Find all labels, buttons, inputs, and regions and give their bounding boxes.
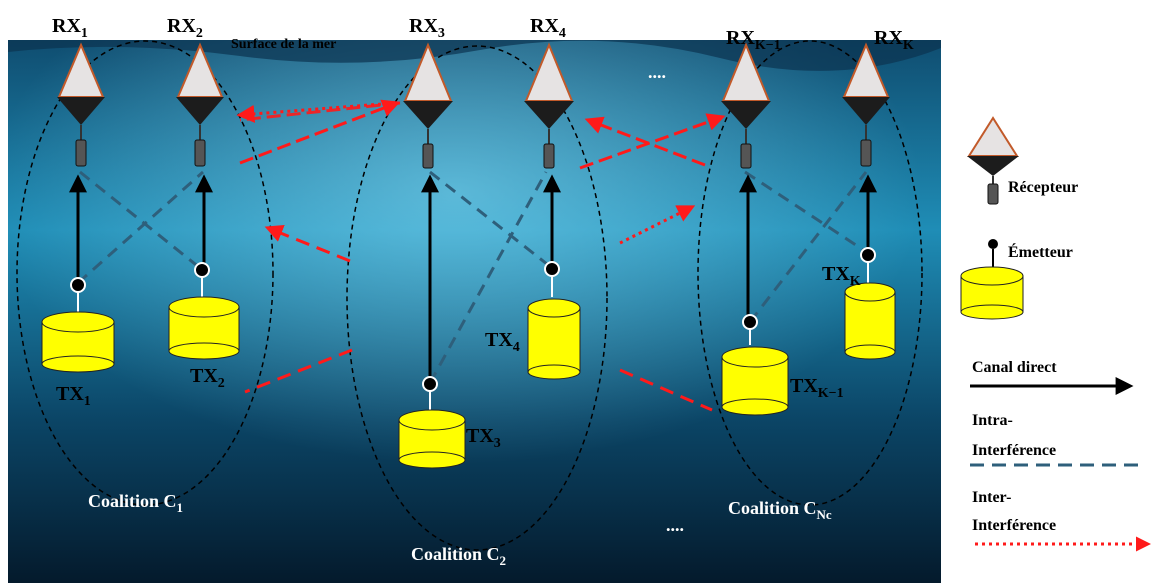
ellipsis-top: ....: [648, 62, 666, 82]
receiver-buoy-4: [524, 42, 574, 169]
sea-light-glow: [8, 40, 941, 583]
legend-transmitter-icon: [960, 239, 1024, 320]
legend-receiver-label: Récepteur: [1008, 179, 1078, 196]
transmitter-label-4: TX4: [485, 329, 520, 355]
legend-receiver-icon: [967, 116, 1019, 205]
inter-interference-lines: [236, 99, 726, 412]
coalition-2-ellipse: [346, 45, 608, 551]
transmitter-2: [168, 262, 240, 360]
coalition-label-nc: Coalition CNc: [728, 498, 832, 522]
legend-transmitter-label: Émetteur: [1008, 242, 1073, 261]
receiver-buoy-k-minus-1: [721, 42, 771, 169]
transmitter-label-k-minus-1: TXK−1: [790, 375, 844, 401]
legend-inter-label-2: Interférence: [972, 517, 1056, 534]
receiver-buoy-k: [842, 42, 890, 167]
legend-inter-label-1: Inter-: [972, 489, 1011, 506]
transmitter-k: [844, 247, 896, 360]
receiver-label-k-minus-1: RXK−1: [726, 27, 781, 53]
receiver-label-4: RX4: [530, 15, 566, 41]
transmitter-3: [398, 376, 466, 469]
intra-interference-lines: [77, 170, 869, 384]
receiver-label-1: RX1: [52, 15, 88, 41]
transmitter-label-1: TX1: [56, 383, 91, 409]
legend-intra-label-2: Interférence: [972, 442, 1056, 459]
receiver-label-2: RX2: [167, 15, 203, 41]
transmitter-label-2: TX2: [190, 365, 225, 391]
sea-surface-label: Surface de la mer: [231, 37, 336, 52]
receiver-buoy-3: [403, 42, 453, 169]
transmitter-label-k: TXK: [822, 263, 861, 289]
coalition-1-ellipse: [16, 40, 274, 506]
receiver-label-k: RXK: [874, 27, 914, 53]
transmitter-label-3: TX3: [466, 425, 501, 451]
transmitter-1: [41, 277, 115, 373]
direct-channel-arrows: [69, 174, 877, 378]
legend-direct-channel-label: Canal direct: [972, 359, 1057, 376]
coalition-label-1: Coalition C1: [88, 491, 183, 515]
transmitter-k-minus-1: [721, 314, 789, 416]
sea-surface-band: [8, 40, 941, 71]
receiver-buoy-2: [176, 42, 224, 167]
coalition-label-2: Coalition C2: [411, 544, 506, 568]
ellipsis-bottom: ....: [666, 515, 684, 535]
transmitter-4: [527, 261, 581, 380]
legend: Récepteur Émetteur Canal direct Intra- I…: [960, 116, 1151, 552]
coalition-nc-ellipse: [697, 40, 923, 506]
legend-intra-label-1: Intra-: [972, 412, 1013, 429]
receiver-buoy-1: [57, 42, 105, 167]
receiver-label-3: RX3: [409, 15, 445, 41]
